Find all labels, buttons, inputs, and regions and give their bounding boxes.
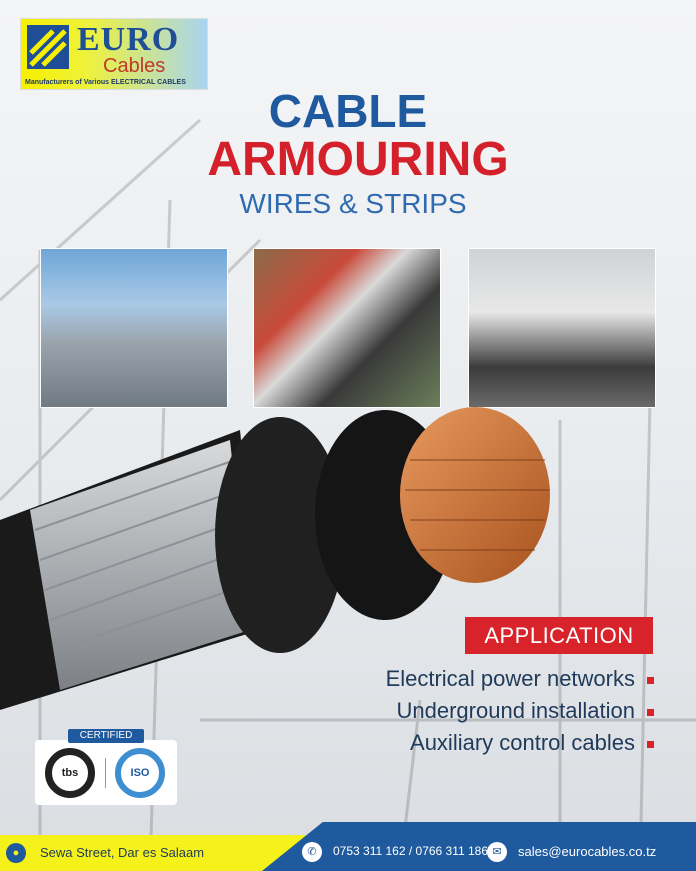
footer-address-area: [0, 835, 310, 871]
application-list: Electrical power networks Underground in…: [386, 665, 654, 761]
divider: [105, 758, 106, 788]
footer-bar: ● Sewa Street, Dar es Salaam ✆ 0753 311 …: [0, 822, 696, 871]
phone-icon: ✆: [302, 842, 322, 862]
logo-brand: EURO: [77, 21, 180, 58]
iso-seal-icon: ISO: [115, 748, 165, 798]
bullet-square-icon: [647, 740, 654, 748]
phone-text[interactable]: 0753 311 162 / 0766 311 186: [333, 844, 489, 858]
title-subtitle: WIRES & STRIPS: [239, 188, 467, 219]
application-label: APPLICATION: [465, 617, 653, 654]
logo-sub: Cables: [103, 55, 166, 77]
application-item-text: Electrical power networks: [385, 666, 635, 691]
photo-electrical-panel: [468, 248, 656, 408]
footer-contact-area: [262, 822, 696, 871]
photo-substation: [40, 248, 228, 408]
bullet-square-icon: [647, 708, 654, 716]
address-text: Sewa Street, Dar es Salaam: [40, 845, 205, 860]
euro-cables-logo: EURO Cables Manufacturers of Various ELE…: [20, 18, 208, 90]
bullet-square-icon: [647, 676, 654, 684]
email-icon: ✉: [487, 842, 507, 862]
logo-mark-icon: [27, 25, 69, 69]
certification-box: tbs ISO: [35, 740, 177, 805]
armoured-cable-image: [0, 407, 550, 710]
application-item: Auxiliary control cables: [386, 729, 654, 761]
email-text[interactable]: sales@eurocables.co.tz: [518, 844, 657, 859]
tbs-seal-icon: tbs: [45, 748, 95, 798]
application-item-text: Auxiliary control cables: [410, 730, 635, 755]
application-item: Underground installation: [386, 697, 654, 729]
application-item: Electrical power networks: [386, 665, 654, 697]
logo-tagline: Manufacturers of Various ELECTRICAL CABL…: [25, 79, 186, 86]
title-line-2: ARMOURING: [207, 133, 509, 186]
location-pin-icon: ●: [6, 843, 26, 863]
photo-cables-underground: [253, 248, 441, 408]
application-item-text: Underground installation: [396, 698, 636, 723]
title-line-1: CABLE: [268, 85, 428, 137]
certified-label: CERTIFIED: [68, 729, 144, 743]
